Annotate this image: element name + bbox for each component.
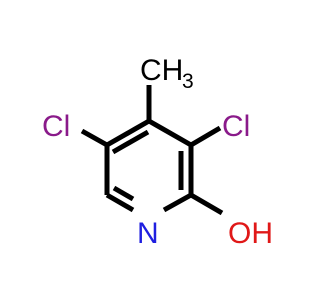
- bond-c4-c5: [105, 118, 151, 148]
- bond-c4-c3: [147, 118, 193, 148]
- bond-c6-n: [105, 192, 135, 213]
- structure-canvas: Cl Cl CH 3 N OH: [42, 54, 273, 250]
- atom-label-methyl-subscript: 3: [182, 70, 194, 93]
- atom-label-nitrogen: N: [137, 217, 159, 250]
- bond-c5-cl: [80, 128, 109, 148]
- atom-label-methyl: CH: [140, 54, 183, 87]
- bond-c3-cl: [189, 125, 222, 148]
- bond-c2-o: [189, 192, 224, 216]
- atom-label-chlorine-left: Cl: [42, 110, 70, 143]
- bond-c6-n-inner: [112, 185, 135, 202]
- atom-label-chlorine-right: Cl: [222, 110, 250, 143]
- bond-n-c2: [162, 192, 193, 213]
- atom-label-hydroxyl: OH: [228, 217, 273, 250]
- bond-c4-c5-inner: [111, 129, 150, 155]
- molecule-drawing: Cl Cl CH 3 N OH: [42, 54, 273, 250]
